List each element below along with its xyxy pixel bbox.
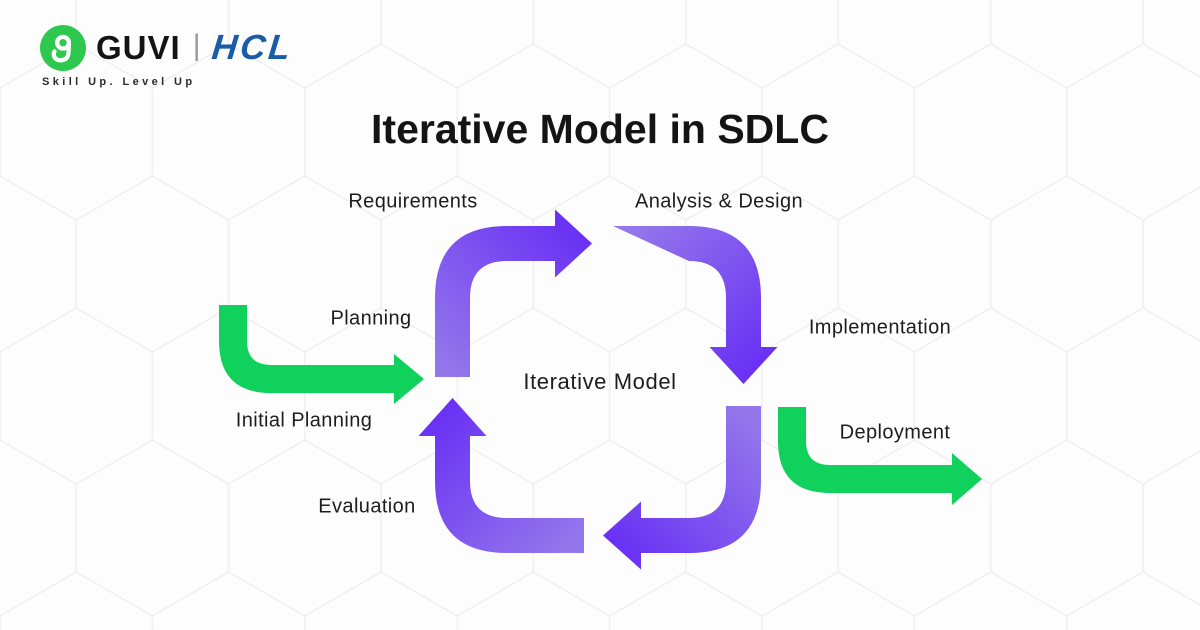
label-evaluation: Evaluation — [318, 495, 416, 518]
cycle-arrow-implementation — [603, 406, 761, 570]
label-iterative-model: Iterative Model — [523, 369, 677, 394]
cycle-arrow-evaluation — [418, 398, 584, 553]
label-deployment: Deployment — [839, 421, 951, 444]
label-requirements: Requirements — [348, 190, 478, 213]
exit-arrow-deployment — [778, 407, 982, 505]
brand-tagline: Skill Up. Level Up — [42, 76, 196, 88]
guvi-logo-icon — [40, 25, 86, 71]
label-planning: Planning — [330, 307, 412, 330]
brand-divider: | — [192, 29, 201, 62]
cycle-arrow-analysis-design — [613, 226, 778, 384]
guvi-g-glyph — [51, 34, 71, 63]
entry-arrow-initial-planning — [219, 305, 424, 404]
label-analysis-design: Analysis & Design — [635, 190, 803, 213]
brand-header: GUVI | HCL Skill Up. Level Up — [40, 24, 296, 88]
label-initial-planning: Initial Planning — [235, 409, 373, 432]
guvi-wordmark: GUVI — [96, 29, 181, 66]
label-implementation: Implementation — [808, 316, 952, 339]
hcl-wordmark: HCL — [210, 28, 296, 67]
cycle-arrow-requirements — [435, 209, 592, 377]
page-title: Iterative Model in SDLC — [371, 106, 829, 152]
